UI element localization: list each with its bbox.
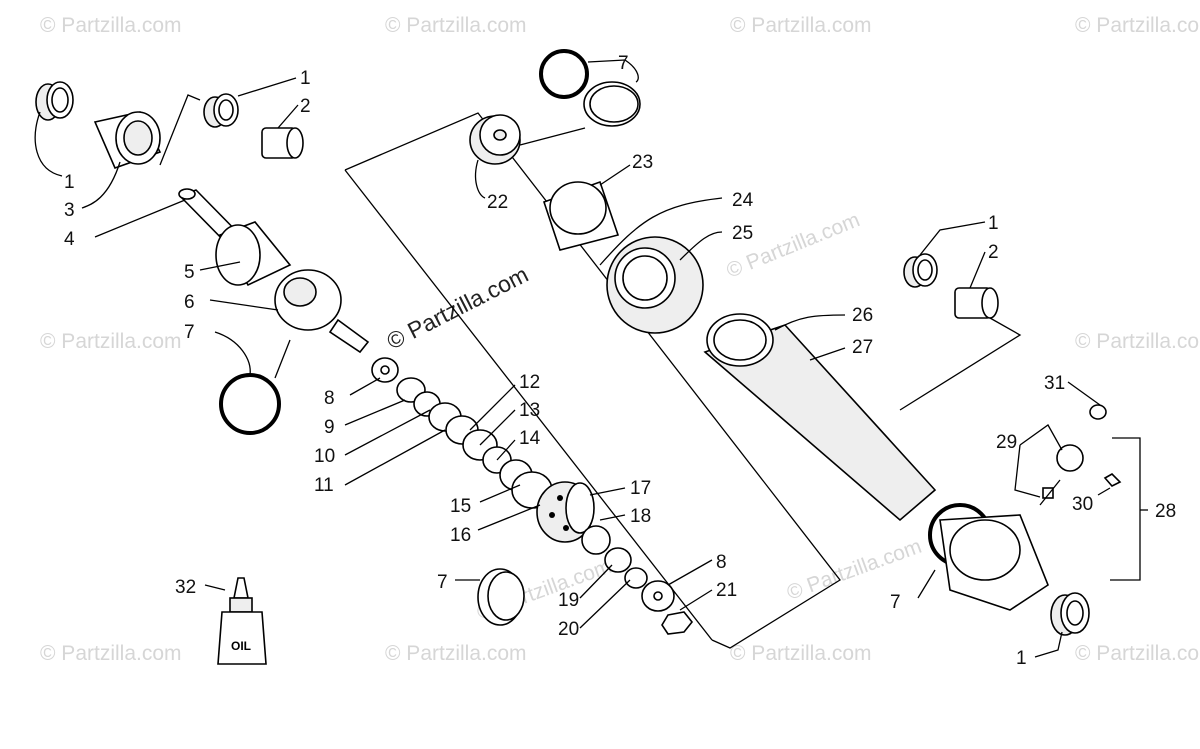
watermark-tile: © Partzilla.com <box>730 642 872 665</box>
watermark-tile: © Partzilla.com <box>784 535 925 605</box>
callout-number: 6 <box>184 292 195 313</box>
watermark-tile: © Partzilla.com <box>385 14 527 37</box>
callout-number: 29 <box>996 432 1017 453</box>
leader-lines <box>34 59 1148 658</box>
callout-number: 5 <box>184 262 195 283</box>
part-wear-ring-7-top <box>583 81 641 127</box>
oil-label: OIL <box>231 639 251 653</box>
callout-number: 14 <box>519 428 541 449</box>
oil-bottle: OIL <box>217 577 267 665</box>
part-reservoir-eye <box>939 514 1049 611</box>
callout-number: 10 <box>314 446 335 467</box>
callout-number: 22 <box>487 192 508 213</box>
callout-number: 2 <box>300 96 311 117</box>
callout-number: 20 <box>558 619 579 640</box>
callout-number: 4 <box>64 229 75 250</box>
part-wear-band-7-bottom <box>477 568 525 626</box>
watermark-tile: © Partzilla.com <box>1075 330 1200 353</box>
part-body-5 <box>215 221 292 287</box>
callout-labels: 1 2 1 3 4 5 6 7 8 9 10 11 12 13 14 15 16… <box>64 53 1176 669</box>
assembly-bracket <box>344 112 841 649</box>
callout-number: 12 <box>519 372 540 393</box>
callout-number: 30 <box>1072 494 1093 515</box>
callout-number: 3 <box>64 200 75 221</box>
part-sleeve-2-top <box>261 127 304 159</box>
callout-number: 1 <box>300 68 311 89</box>
callout-number: 7 <box>184 322 195 343</box>
part-piston-17 <box>536 481 595 543</box>
part-nut-24-25 <box>606 236 704 334</box>
callout-number: 23 <box>632 152 653 173</box>
callout-number: 8 <box>324 388 335 409</box>
part-cap-22 <box>469 114 521 165</box>
callout-number: 21 <box>716 580 737 601</box>
callout-number: 1 <box>1016 648 1027 669</box>
callout-number: 32 <box>175 577 196 598</box>
part-bushing-1-right <box>903 253 938 288</box>
watermark-tile: © Partzilla.com <box>385 642 527 665</box>
callout-number: 24 <box>732 190 754 211</box>
callout-number: 31 <box>1044 373 1065 394</box>
o-ring-7-top <box>539 49 589 99</box>
part-valve-29-31 <box>1042 404 1122 499</box>
washer-stack-18-21 <box>581 525 694 635</box>
callout-number: 25 <box>732 223 753 244</box>
part-bushing-1-bottom-right <box>1050 592 1090 636</box>
part-eye-housing-3 <box>93 111 162 170</box>
o-ring-7-left <box>219 373 281 435</box>
part-bushing-1-top-center <box>203 93 239 128</box>
callout-number: 16 <box>450 525 471 546</box>
callout-number: 7 <box>437 572 448 593</box>
part-sleeve-2-right <box>954 287 999 319</box>
callout-number: 7 <box>890 592 901 613</box>
watermark-tile: © Partzilla.com <box>1075 642 1200 665</box>
part-seal-head-6 <box>274 269 370 354</box>
callout-number: 1 <box>988 213 999 234</box>
watermark-tile: © Partzilla.com <box>40 14 182 37</box>
callout-number: 15 <box>450 496 471 517</box>
callout-number: 28 <box>1155 501 1176 522</box>
watermark-tile: © Partzilla.com <box>1075 14 1200 37</box>
assembly-bracket-edge <box>344 169 713 641</box>
callout-number: 18 <box>630 506 651 527</box>
part-body-26-27 <box>703 313 937 522</box>
callout-number: 2 <box>988 242 999 263</box>
callout-number: 7 <box>618 53 629 74</box>
callout-number: 26 <box>852 305 873 326</box>
watermark-tile: © Partzilla.com <box>723 208 863 282</box>
watermark-tile: © Partzilla.com <box>40 642 182 665</box>
part-sleeve-23 <box>542 180 620 251</box>
callout-number: 8 <box>716 552 727 573</box>
callout-number: 11 <box>314 475 334 496</box>
callout-number: 27 <box>852 337 873 358</box>
callout-number: 9 <box>324 417 335 438</box>
watermark-tile: © Partzilla.com <box>40 330 182 353</box>
callout-number: 19 <box>558 590 579 611</box>
watermark-tile: © Partzilla.com <box>730 14 872 37</box>
watermark-main: © Partzilla.com <box>382 261 532 355</box>
callout-number: 17 <box>630 478 651 499</box>
callout-number: 13 <box>519 400 540 421</box>
callout-number: 1 <box>64 172 75 193</box>
part-bushing-1-top-left <box>35 81 74 121</box>
